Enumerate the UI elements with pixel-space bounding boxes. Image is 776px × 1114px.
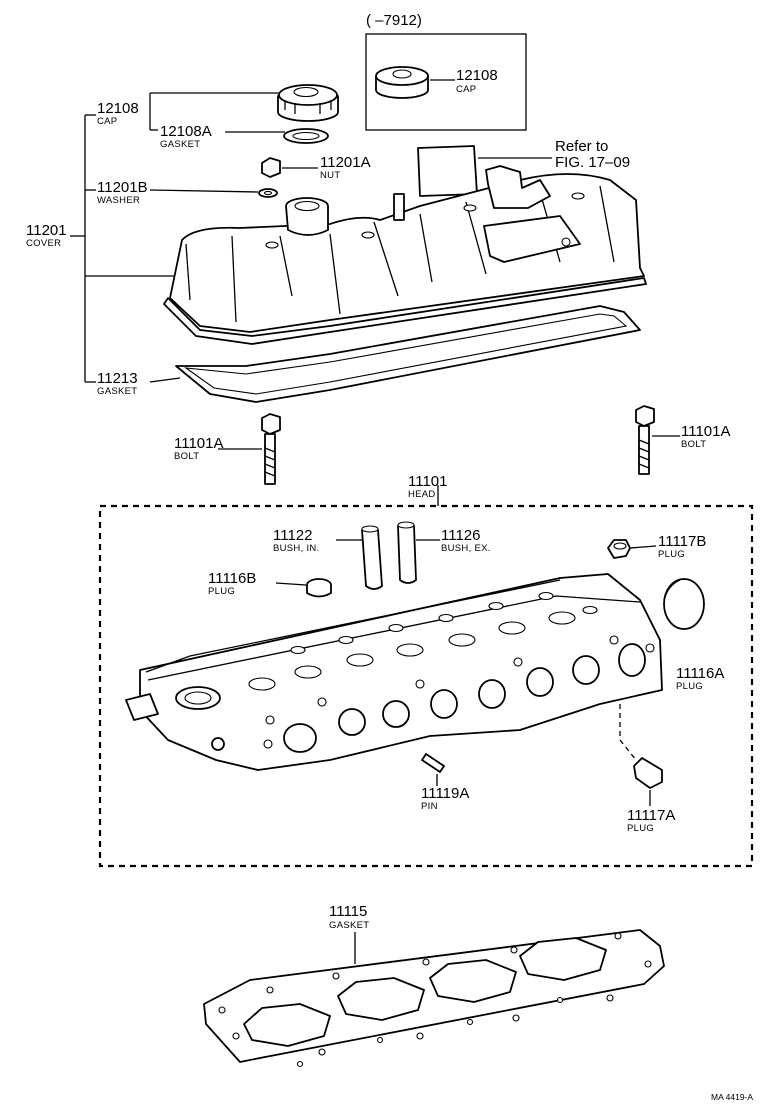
inset-box: ( –7912) 12108 CAP: [365, 12, 527, 131]
head-name: HEAD: [408, 489, 436, 500]
bolt-right-name: BOLT: [681, 439, 706, 450]
pin-drawing: [421, 753, 445, 773]
plug-11117a-drawing: [619, 704, 663, 789]
head-assembly-frame: [98, 485, 754, 868]
cap-gasket-name: GASKET: [160, 139, 200, 150]
washer-number: 11201B: [97, 179, 148, 196]
head-gasket-drawing: [203, 929, 665, 1068]
cap-gasket-number: 12108A: [160, 123, 212, 140]
inset-range-label: ( –7912): [366, 12, 422, 29]
bolt-left-drawing: [261, 413, 281, 485]
plug-11117a-name: PLUG: [627, 823, 654, 834]
bolt-left-number: 11101A: [174, 435, 224, 452]
cover-gasket-name: GASKET: [97, 386, 137, 397]
plug-11116a-number: 11116A: [676, 665, 724, 682]
bolt-right-number: 11101A: [681, 423, 731, 440]
plug-11117b-name: PLUG: [658, 549, 685, 560]
plug-11117a-number: 11117A: [627, 807, 675, 824]
cover-group-leaders: [70, 92, 318, 383]
cap-gasket-drawing: [283, 128, 329, 144]
inset-cap-drawing: [375, 66, 429, 99]
plug-11117b-number: 11117B: [658, 533, 706, 550]
bush-in-number: 11122: [273, 527, 313, 544]
head-gasket-number: 11115: [329, 903, 367, 920]
valve-cover-drawing: [163, 165, 647, 345]
bush-in-drawing: [361, 525, 383, 590]
washer-drawing: [258, 188, 278, 198]
refer-note: Refer to FIG. 17–09: [417, 138, 630, 197]
bush-ex-number: 11126: [441, 527, 481, 544]
cap-number: 12108: [97, 100, 139, 117]
nut-drawing: [261, 157, 281, 178]
washer-name: WASHER: [97, 195, 140, 206]
inset-cap-name: CAP: [456, 84, 476, 95]
valve-cover-gasket-drawing: [175, 305, 641, 403]
plug-11116a-drawing: [663, 578, 705, 630]
cover-name: COVER: [26, 238, 61, 249]
oil-filler-cap-drawing: [277, 84, 339, 122]
plug-11116b-drawing: [306, 578, 332, 598]
bolt-right-drawing: [635, 405, 655, 475]
pin-number: 11119A: [421, 785, 469, 802]
cover-gasket-number: 11213: [97, 370, 138, 387]
refer-line1: Refer to: [555, 138, 608, 155]
bush-ex-name: BUSH, EX.: [441, 543, 491, 554]
bush-ex-drawing: [397, 521, 417, 584]
inset-cap-number: 12108: [456, 67, 498, 84]
bush-in-name: BUSH, IN.: [273, 543, 320, 554]
plug-11117b-drawing: [607, 539, 631, 559]
pin-name: PIN: [421, 801, 438, 812]
head-number: 11101: [408, 473, 448, 490]
plug-11116b-number: 11116B: [208, 570, 256, 587]
cap-name: CAP: [97, 116, 117, 127]
bolt-left-name: BOLT: [174, 451, 199, 462]
cover-number: 11201: [26, 222, 67, 239]
nut-name: NUT: [320, 170, 340, 181]
head-gasket-name: GASKET: [329, 920, 369, 931]
nut-number: 11201A: [320, 154, 371, 171]
plug-11116b-name: PLUG: [208, 586, 235, 597]
refer-line2: FIG. 17–09: [555, 154, 630, 171]
footer-code: MA 4419-A: [711, 1092, 753, 1102]
cylinder-head-drawing: [125, 573, 663, 771]
plug-11116a-name: PLUG: [676, 681, 703, 692]
